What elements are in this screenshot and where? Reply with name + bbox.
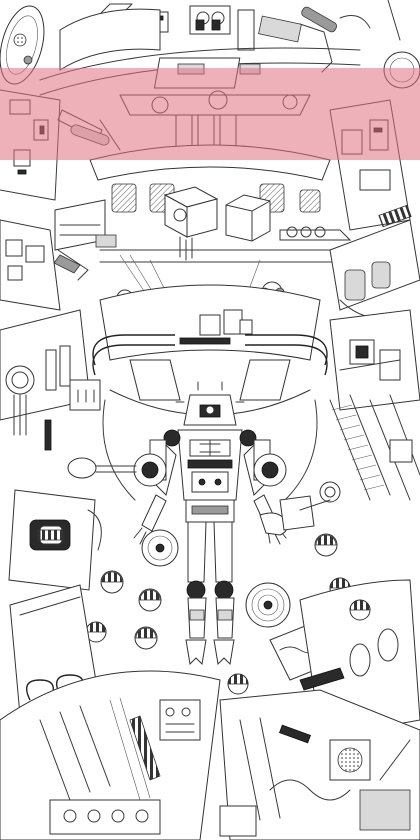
robot-figure: [92, 334, 328, 666]
lower-machinery: [0, 529, 420, 840]
right-side-machinery: [279, 309, 420, 531]
upper-machinery: [0, 183, 420, 361]
left-side-machinery: [0, 309, 137, 591]
highlight-band: [0, 68, 420, 160]
